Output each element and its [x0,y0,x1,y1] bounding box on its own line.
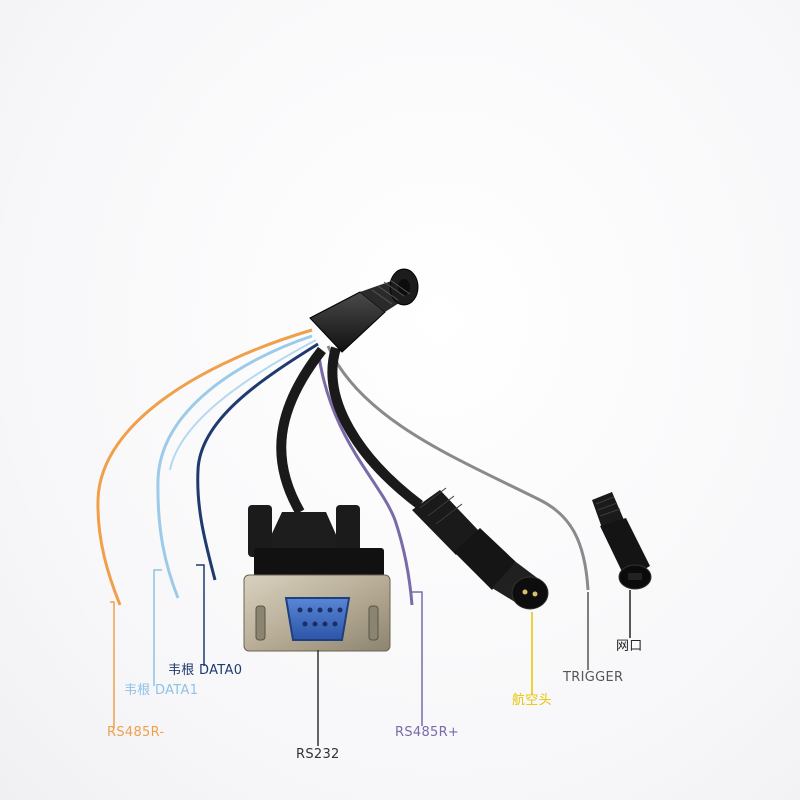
label-wiegand-data1: 韦根 DATA1 [124,683,199,698]
wire-light-blue [156,334,313,599]
network-connector [592,492,652,590]
aviation-connector [412,487,549,610]
label-trigger: TRIGGER [563,670,624,685]
splitter-body [309,268,419,353]
label-rs232: RS232 [296,747,340,762]
wire-purple [316,349,414,606]
wire-sky-blue [169,339,317,471]
label-wiegand-data0: 韦根 DATA0 [168,663,243,678]
label-aviation-head: 航空头 [512,693,552,708]
rs232-connector [243,505,391,652]
leader-rs485r-plus [412,591,423,726]
leader-data1 [153,569,162,686]
wire-orange [96,328,313,606]
label-rs485r-plus: RS485R+ [395,725,460,740]
leader-data0 [196,564,205,666]
label-network-port: 网口 [616,639,643,654]
wire-gray [326,345,590,591]
label-rs485r-minus: RS485R- [107,725,165,740]
cable-rs232 [276,346,326,515]
wire-dark-blue [196,342,319,581]
cable-aviation [327,346,424,509]
leader-rs485r-minus [110,601,115,728]
